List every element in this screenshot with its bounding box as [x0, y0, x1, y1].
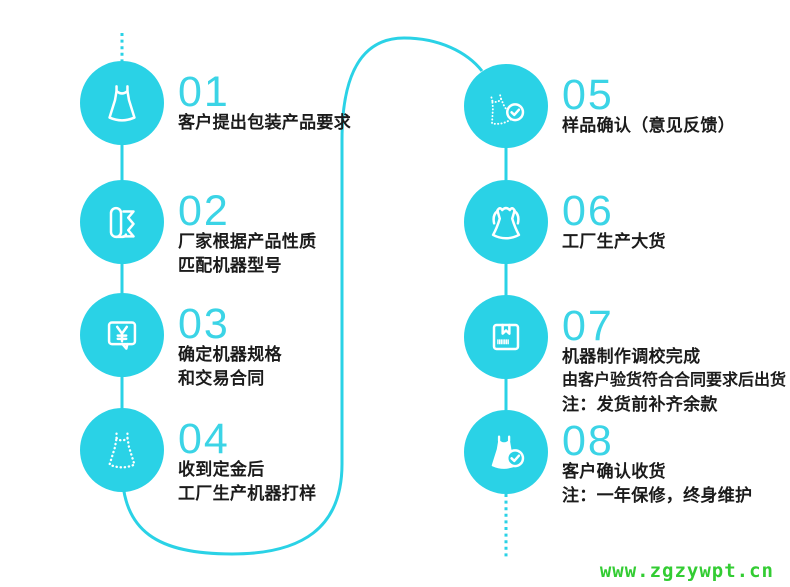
step-description-line: 样品确认（意见反馈）	[562, 116, 735, 135]
ruffle-dress-icon	[491, 206, 521, 240]
step-description-line: 客户提出包装产品要求	[178, 113, 351, 132]
step-number: 05	[562, 71, 614, 119]
step-number: 01	[178, 68, 230, 116]
main-flow-line	[120, 36, 484, 556]
step-circle-02	[80, 180, 164, 264]
watermark-url: www.zgzywpt.cn	[599, 560, 774, 582]
step-info-07: 07 机器制作调校完成 由客户验货符合合同要求后出货 注：发货前补齐余款	[562, 302, 786, 417]
step-description: 客户确认收货 注：一年保修，终身维护	[562, 460, 752, 508]
step-description-line: 收到定金后	[178, 460, 265, 479]
step-circle-03	[80, 293, 164, 377]
step-description-line: 厂家根据产品性质	[178, 232, 317, 251]
step-info-06: 06 工厂生产大货	[562, 187, 666, 254]
step-description: 厂家根据产品性质 匹配机器型号	[178, 230, 316, 278]
step-number: 07	[562, 302, 614, 350]
step-description-line: 和交易合同	[178, 369, 265, 388]
step-description-line: 工厂生产大货	[562, 232, 666, 251]
step-circle-07	[464, 295, 548, 379]
price-chat-bubble-icon	[107, 321, 137, 350]
step-circle-01	[80, 61, 164, 145]
dress-dotted-icon	[108, 432, 136, 469]
step-number: 02	[178, 187, 230, 235]
step-number: 03	[178, 300, 230, 348]
step-description-line: 注：一年保修，终身维护	[562, 486, 753, 505]
step-description: 样品确认（意见反馈）	[562, 114, 735, 138]
dress-outline-icon	[108, 85, 136, 122]
step-description: 确定机器规格 和交易合同	[178, 343, 282, 391]
check-badge-icon	[505, 449, 525, 468]
step-info-01: 01 客户提出包装产品要求	[178, 68, 351, 135]
step-circle-08	[464, 410, 548, 494]
step-number: 08	[562, 417, 614, 465]
step-info-02: 02 厂家根据产品性质 匹配机器型号	[178, 187, 316, 278]
step-description-line: 注：发货前补齐余款	[562, 395, 718, 414]
step-description-line: 工厂生产机器打样	[178, 484, 317, 503]
step-description: 机器制作调校完成 由客户验货符合合同要求后出货 注：发货前补齐余款	[562, 345, 786, 417]
step-info-04: 04 收到定金后 工厂生产机器打样	[178, 415, 316, 506]
step-info-08: 08 客户确认收货 注：一年保修，终身维护	[562, 417, 752, 508]
check-badge-icon	[505, 103, 525, 122]
dress-solid-check-icon	[491, 435, 525, 469]
step-info-05: 05 样品确认（意见反馈）	[562, 71, 735, 138]
step-description-line: 客户确认收货	[562, 462, 666, 481]
step-circle-06	[464, 180, 548, 264]
dress-dotted-check-icon	[490, 94, 525, 125]
step-description-line: 匹配机器型号	[178, 256, 282, 275]
step-circle-05	[464, 64, 548, 148]
step-number: 06	[562, 187, 614, 235]
fabric-roll-icon	[109, 206, 135, 239]
step-description-line: 机器制作调校完成	[562, 347, 701, 366]
step-number: 04	[178, 415, 230, 463]
step-info-03: 03 确定机器规格 和交易合同	[178, 300, 282, 391]
step-description: 工厂生产大货	[562, 230, 666, 254]
step-description-line: 由客户验货符合合同要求后出货	[562, 372, 787, 389]
step-description: 客户提出包装产品要求	[178, 111, 351, 135]
step-description: 收到定金后 工厂生产机器打样	[178, 458, 316, 506]
step-circle-04	[80, 408, 164, 492]
package-box-icon	[492, 323, 520, 351]
step-description-line: 确定机器规格	[178, 345, 282, 364]
